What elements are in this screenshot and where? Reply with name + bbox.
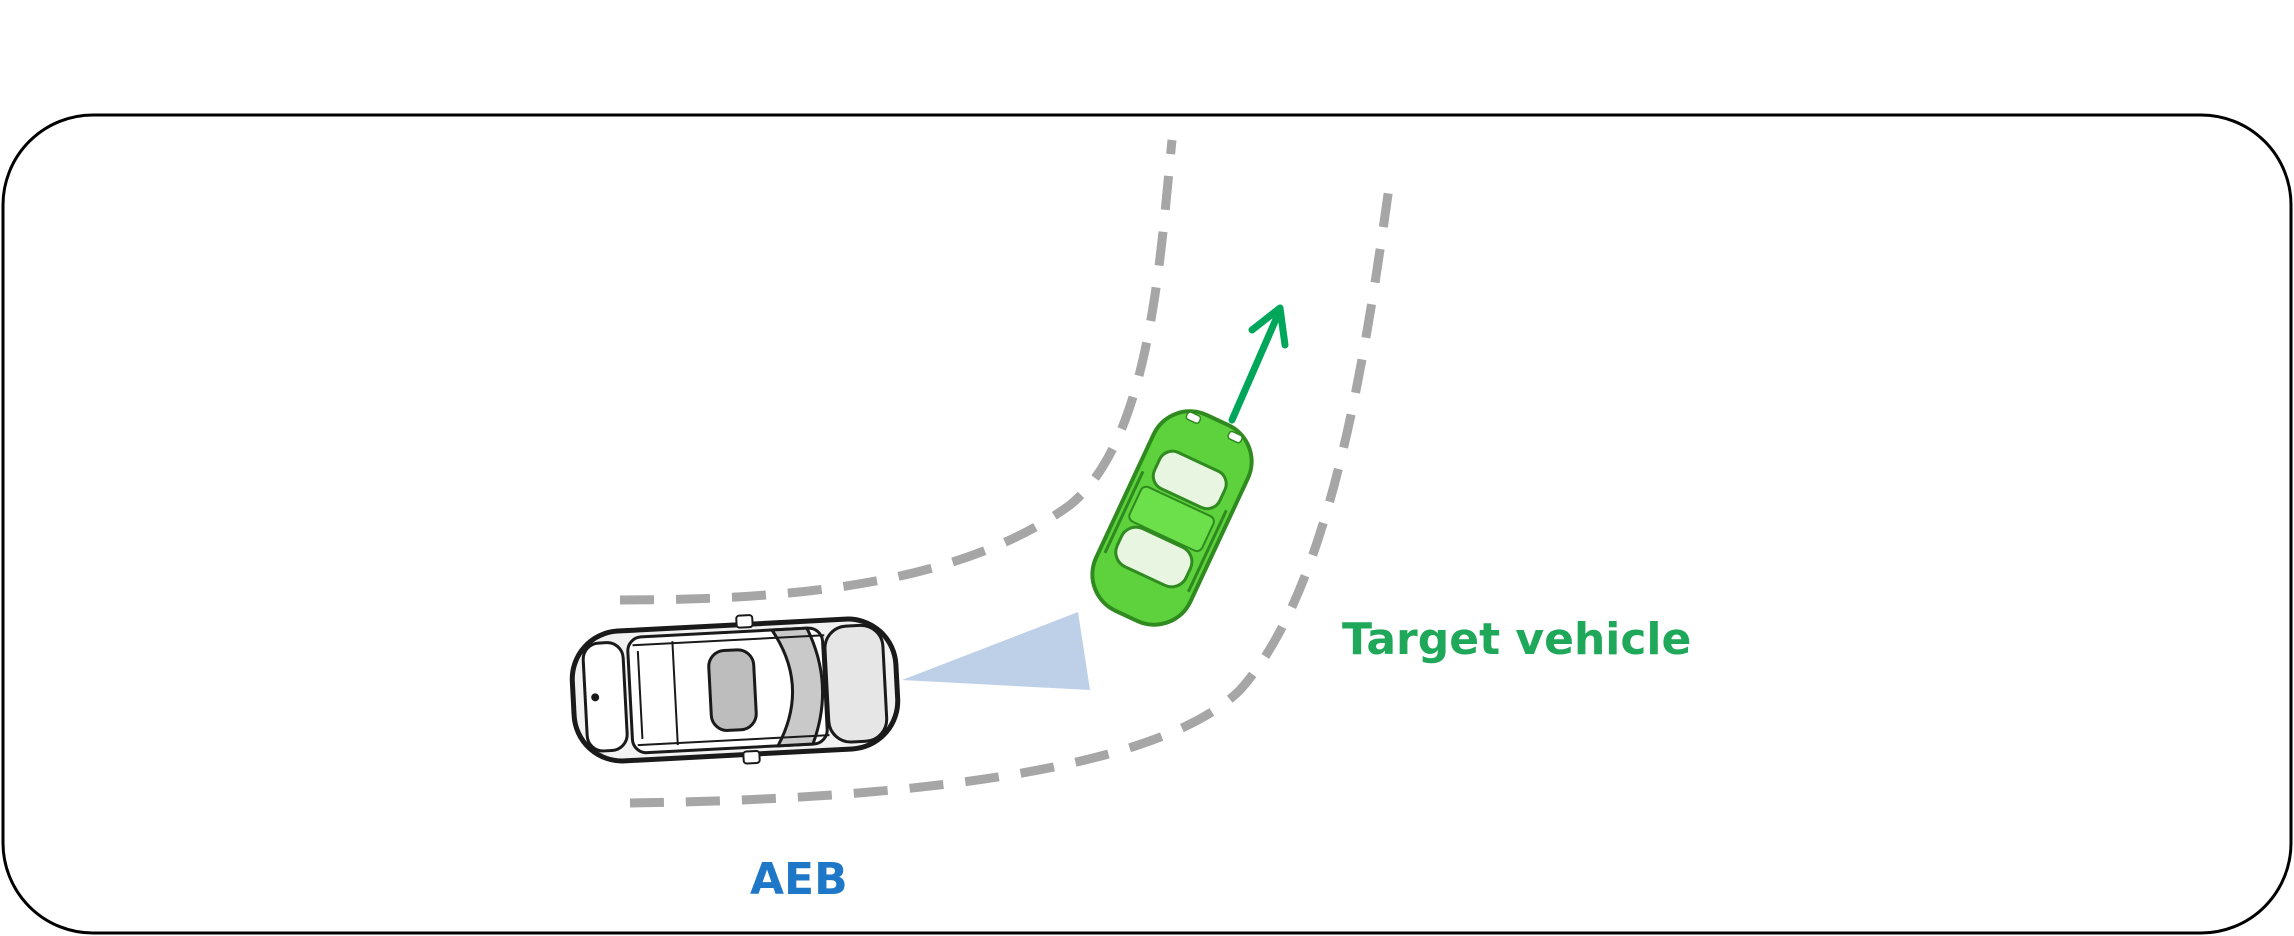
ego-vehicle-icon (569, 614, 901, 765)
motion-arrow-icon (1228, 304, 1289, 424)
aeb-label: AEB (750, 854, 848, 905)
target-vehicle-icon (1090, 409, 1254, 627)
lane-line-inner (619, 139, 1177, 605)
sensor-cone-icon (902, 612, 1090, 690)
lane-line-outer (629, 179, 1395, 808)
lane-markings (619, 139, 1395, 808)
target-vehicle-label: Target vehicle (1342, 614, 1691, 665)
